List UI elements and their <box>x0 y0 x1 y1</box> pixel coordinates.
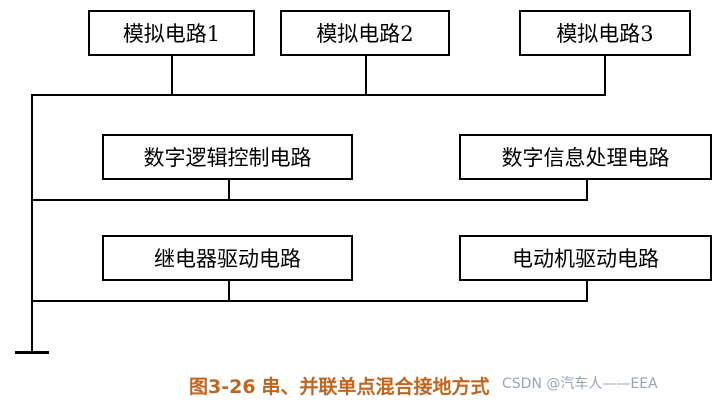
drop-line-analog-2 <box>365 55 367 96</box>
ground-trunk-line <box>31 95 33 353</box>
drop-line-relay-drive <box>228 279 230 302</box>
figure-title: 串、并联单点混合接地方式 <box>261 375 490 398</box>
drop-line-analog-3 <box>604 55 606 96</box>
block-digital-logic-control: 数字逻辑控制电路 <box>102 134 353 180</box>
block-motor-drive: 电动机驱动电路 <box>459 235 712 281</box>
block-analog-circuit-1: 模拟电路1 <box>88 10 255 56</box>
bus-line-drive <box>31 300 588 302</box>
drop-line-digital-signal <box>586 178 588 201</box>
block-digital-signal-processing: 数字信息处理电路 <box>459 134 712 180</box>
drop-line-digital-logic <box>228 178 230 201</box>
block-relay-drive: 继电器驱动电路 <box>102 235 353 281</box>
block-analog-circuit-3: 模拟电路3 <box>519 10 691 56</box>
drop-line-motor-drive <box>586 279 588 302</box>
figure-number: 图3-26 <box>189 375 256 398</box>
drop-line-analog-1 <box>171 55 173 96</box>
figure-caption: 图3-26 串、并联单点混合接地方式 <box>189 372 509 398</box>
watermark: CSDN @汽车人——EEA <box>502 376 658 392</box>
ground-symbol <box>15 351 49 354</box>
bus-line-analog <box>31 94 606 96</box>
block-analog-circuit-2: 模拟电路2 <box>280 10 450 56</box>
bus-line-digital <box>31 199 588 201</box>
